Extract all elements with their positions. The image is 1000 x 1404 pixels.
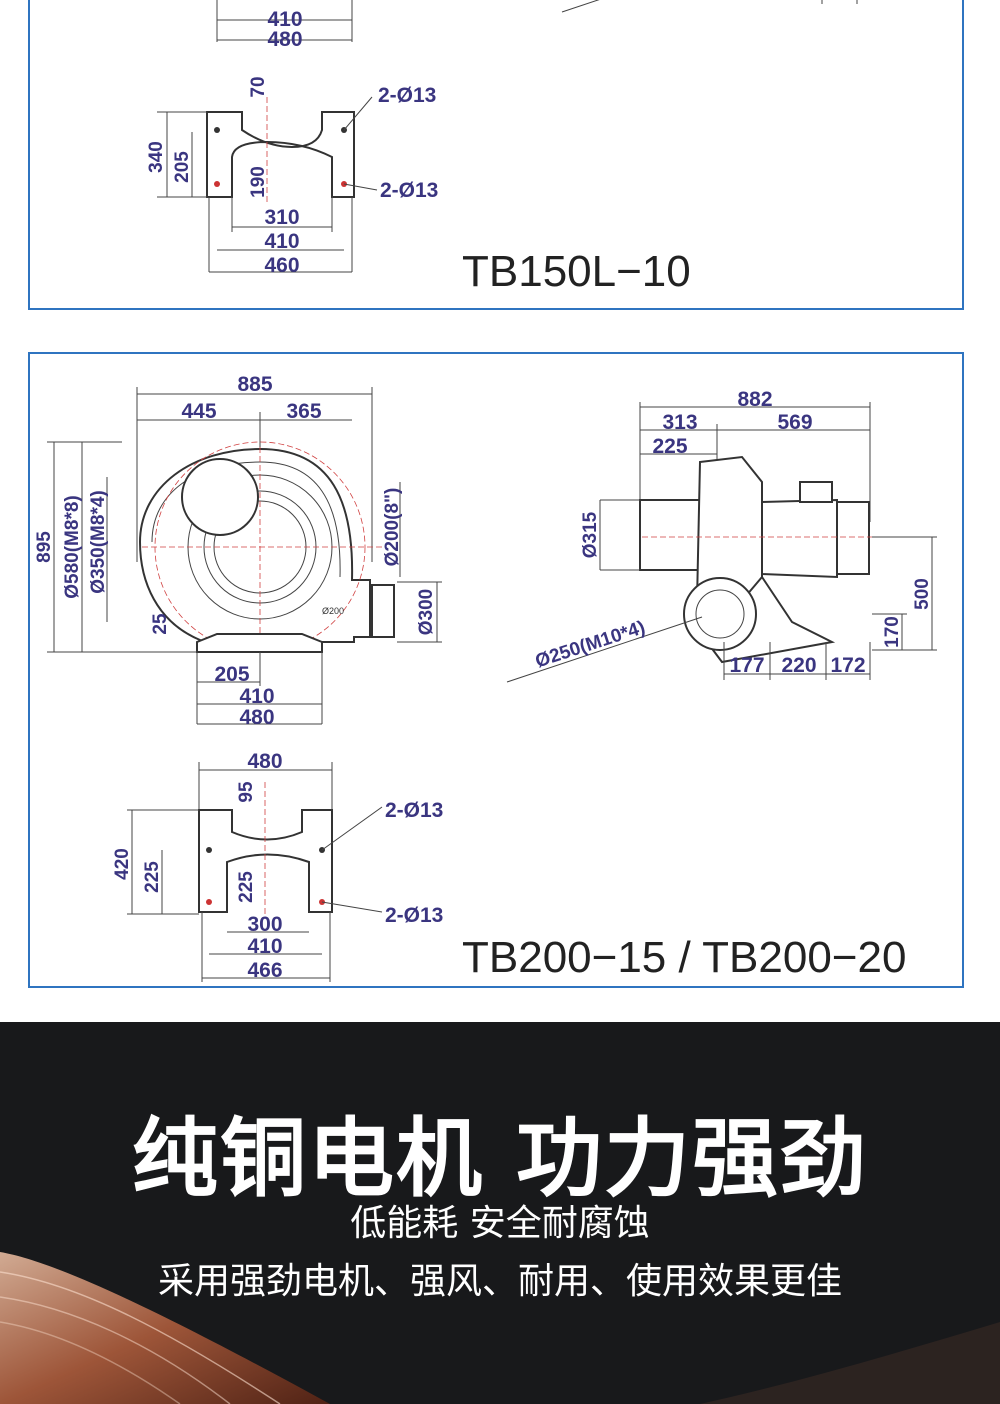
banner-subtitle-2: 采用强劲电机、强风、耐用、使用效果更佳 [157,1261,842,1302]
dim-225c: 225 [236,871,257,903]
dim-250: Ø250(M10*4) [533,617,648,672]
dim-300: Ø300 [416,589,437,635]
dim-95: 95 [236,781,257,803]
dim-172: 172 [830,654,865,677]
dim-300b: 300 [247,913,282,936]
dim-480: 480 [267,28,302,51]
dim-315: Ø315 [580,511,601,558]
dim-895: 895 [34,531,55,563]
dim-365: 365 [286,400,321,423]
dim-190: 190 [248,166,269,198]
banner-subtitle-1: 低能耗 安全耐腐蚀 [350,1203,650,1244]
dim-outlet-200: Ø200(8") [382,488,403,567]
dim-885: 885 [237,373,272,396]
copper-coil-image [0,1252,1000,1404]
dim-70: 70 [248,76,269,97]
dim-220: 220 [781,654,816,677]
dim-410b: 410 [264,230,299,253]
drawing-panel-tb150l: 410 480 340 205 70 190 2-Ø13 2-Ø13 [28,0,964,310]
drawing-panel-tb200: 885 445 365 Ø200 895 Ø580(M8*8) [28,352,964,988]
dim-350: Ø350(M8*4) [88,490,109,594]
dim-580: Ø580(M8*8) [62,495,83,599]
dim-177: 177 [729,654,764,677]
outlet-small-label: Ø200 [322,606,344,616]
dim-410c: 410 [239,685,274,708]
dim-205b: 205 [214,663,249,686]
dim-480b: 480 [239,706,274,729]
dim-445: 445 [181,400,216,423]
hole-label-top: 2-Ø13 [378,84,436,107]
dim-205: 205 [172,151,193,183]
model-label-tb150l: TB150L−10 [462,247,691,296]
tb200-drawing: 885 445 365 Ø200 895 Ø580(M8*8) [34,373,937,982]
dim-466: 466 [247,959,282,982]
hole-label-top-2: 2-Ø13 [385,799,443,822]
tb150l-drawing: 410 480 340 205 70 190 2-Ø13 2-Ø13 [146,0,858,296]
dim-313: 313 [662,411,697,434]
dim-410: 410 [267,8,302,31]
banner-title: 纯铜电机 功力强劲 [132,1109,868,1209]
dim-420: 420 [112,848,133,880]
dim-460: 460 [264,254,299,277]
dim-882: 882 [737,388,772,411]
hole-label-bottom-2: 2-Ø13 [385,904,443,927]
feature-banner: 纯铜电机 功力强劲 低能耗 安全耐腐蚀 采用强劲电机、强风、耐用、使用效果更佳 [0,1022,1000,1404]
dim-25: 25 [150,613,171,635]
dim-500: 500 [912,578,933,610]
dim-225b: 225 [142,861,163,893]
dim-225: 225 [652,435,687,458]
dim-569: 569 [777,411,812,434]
dim-340: 340 [146,141,167,173]
model-label-tb200: TB200−15 / TB200−20 [462,933,906,982]
dim-310: 310 [264,206,299,229]
dim-410d: 410 [247,935,282,958]
dim-170: 170 [882,616,903,648]
dim-480c: 480 [247,750,282,773]
hole-label-bottom: 2-Ø13 [380,179,438,202]
